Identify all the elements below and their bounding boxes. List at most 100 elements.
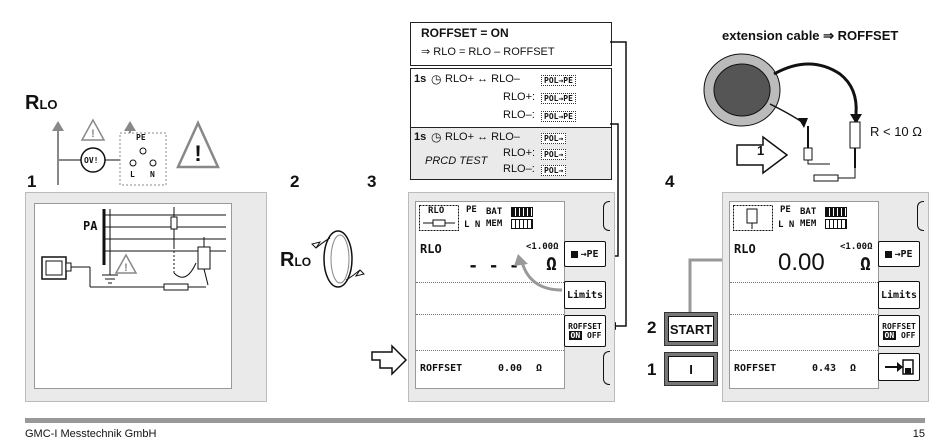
step-4-number: 4: [665, 172, 675, 191]
i-step-number: 1: [647, 360, 657, 379]
start-step-number: 2: [647, 318, 657, 337]
polarity-legend: 1s ◷ RLO+ ↔ RLO– RLO+: RLO–: POL→PE POL→…: [410, 68, 612, 180]
step-3-number: 3: [367, 172, 377, 191]
hdr-ln: L N: [464, 220, 481, 230]
timer-icon-2: ◷: [431, 130, 442, 144]
legend-chip-2a: POL→: [541, 133, 567, 144]
rlo-limit: <1.00Ω: [840, 242, 873, 252]
page-title: RLO: [25, 92, 58, 114]
page-number: 15: [912, 428, 925, 440]
hdr-pe: PE: [466, 205, 477, 215]
limits-button[interactable]: Limits: [564, 281, 606, 309]
svg-text:!: !: [91, 128, 95, 140]
legend-chip-1b: POL→PE: [541, 93, 576, 104]
hdr-rlo: RLO: [428, 206, 445, 216]
display-separator: [416, 282, 564, 283]
extension-cable-illustration: [703, 53, 862, 182]
legend-chip-1c: POL→PE: [541, 111, 576, 122]
step4-pointer-arrow: [736, 135, 789, 175]
extension-cable-label: extension cable ⇒ ROFFSET: [722, 28, 899, 43]
roffset-toggle-button[interactable]: ROFFSET ON OFF: [878, 315, 920, 347]
polarity-pe-button[interactable]: →PE: [878, 241, 920, 267]
roffset-label: ROFFSET: [420, 363, 463, 374]
step1-wiring-area: [34, 203, 232, 389]
socket-pe-ln: [119, 132, 167, 186]
rlo-value: - - -: [468, 256, 520, 276]
step4-display: PE L N BAT MEM RLO 0.00 <1.00Ω Ω ROFFSET…: [729, 201, 879, 389]
step3-display: RLO PE L N BAT MEM RLO - - - <1.00Ω Ω RO…: [415, 201, 565, 389]
hdr-ln: L N: [778, 220, 795, 230]
i-button[interactable]: I: [664, 352, 718, 386]
softkey-bracket: [917, 201, 924, 231]
display-separator: [730, 314, 878, 315]
legend-row-1b: RLO+:: [503, 91, 536, 103]
wiring-diagram: !: [41, 207, 226, 291]
softkey-bracket: [603, 201, 610, 231]
step1-panel: PA !: [25, 192, 267, 402]
softkey-bracket: [603, 351, 610, 385]
roffset-label: ROFFSET: [734, 363, 777, 374]
bat-label: BAT: [486, 207, 503, 217]
rotary-switch-icon[interactable]: [310, 226, 366, 292]
display-separator: [730, 350, 878, 351]
rlo-header-icon: [419, 205, 459, 231]
socket-l-label: L: [130, 170, 135, 179]
rlo-unit: Ω: [546, 254, 557, 275]
rlo-label: RLO: [420, 242, 442, 256]
legend-time-1: 1s: [414, 73, 427, 85]
pe-square-icon: [885, 250, 893, 258]
legend-row-2a: RLO+ ↔ RLO–: [445, 131, 520, 143]
battery-icon: [825, 207, 847, 217]
bat-label: BAT: [800, 207, 817, 217]
legend-chip-1a: POL→PE: [541, 75, 576, 86]
warning-icon-wiring: [114, 253, 138, 274]
legend-chip-2c: POL→: [541, 165, 567, 176]
svg-text:!: !: [124, 262, 128, 274]
step2-symbol: RLO: [280, 249, 312, 271]
roffset-toggle-button[interactable]: ROFFSET ON OFF: [564, 315, 606, 347]
ov-label: OV!: [84, 156, 99, 165]
offset-line-1: ROFFSET = ON: [421, 26, 509, 40]
rlo-unit: Ω: [860, 254, 871, 275]
pe-square-icon: [571, 250, 579, 258]
step-1-number: 1: [27, 172, 37, 191]
roffset-unit: Ω: [536, 363, 543, 374]
start-button[interactable]: START: [664, 312, 718, 346]
legend-time-2: 1s: [414, 131, 427, 143]
hdr-pe: PE: [780, 205, 791, 215]
limits-button[interactable]: Limits: [878, 281, 920, 309]
rlo-value: 0.00: [778, 249, 825, 276]
mem-label: MEM: [486, 219, 503, 229]
warning-icon-small: [80, 118, 106, 141]
display-separator: [416, 314, 564, 315]
legend-row-1a: RLO+ ↔ RLO–: [445, 73, 520, 85]
memory-icon: [511, 219, 533, 229]
roffset-unit: Ω: [850, 363, 857, 374]
legend-chip-2b: POL→: [541, 149, 567, 160]
legend-row-1c: RLO–:: [503, 109, 535, 121]
battery-icon: [511, 207, 533, 217]
offset-formula-box: ROFFSET = ON ⇒ RLO = RLO – ROFFSET: [410, 22, 612, 66]
socket-pe-label: PE: [136, 133, 146, 142]
extension-header-icon: [733, 205, 773, 231]
memory-icon: [825, 219, 847, 229]
pa-label: PA: [83, 219, 98, 233]
on-indicator: ON: [568, 331, 583, 340]
svg-text:!: !: [194, 141, 201, 166]
footer-rule: [25, 418, 925, 423]
polarity-pe-button[interactable]: →PE: [564, 241, 606, 267]
prcd-test-label: PRCD TEST: [425, 155, 488, 167]
footer-company: GMC-I Messtechnik GmbH: [25, 428, 157, 440]
legend-row-2b: RLO+:: [503, 147, 536, 159]
display-separator: [416, 350, 564, 351]
offset-line-2: ⇒ RLO = RLO – ROFFSET: [421, 46, 555, 58]
legend-group-1: 1s ◷ RLO+ ↔ RLO– RLO+: RLO–: POL→PE POL→…: [411, 69, 611, 128]
arrow-step-number: 1: [757, 143, 765, 158]
save-to-memory-button[interactable]: [878, 353, 920, 381]
mem-label: MEM: [800, 219, 817, 229]
step4-panel: PE L N BAT MEM RLO 0.00 <1.00Ω Ω ROFFSET…: [722, 192, 929, 402]
resistance-label: R < 10 Ω: [870, 124, 922, 139]
display-separator: [730, 282, 878, 283]
save-arrow-icon: [885, 359, 914, 375]
